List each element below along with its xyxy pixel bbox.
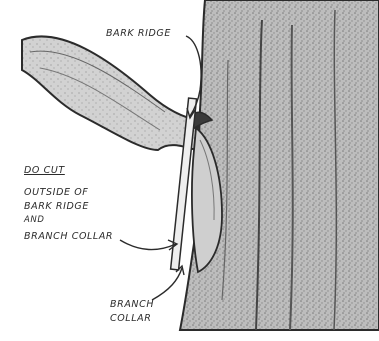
bark-ridge-label: BARK RIDGE (106, 29, 171, 39)
cut-instruction-line: AND (24, 216, 45, 225)
tree-branch (22, 36, 198, 150)
branch-collar-label: COLLAR (110, 314, 151, 324)
branch-collar-leader (152, 268, 182, 300)
branch-collar-label: BRANCH (110, 300, 154, 310)
do-cut-label: DO CUT (24, 166, 65, 176)
cut-instruction-line: BRANCH COLLAR (24, 232, 113, 242)
cut-instruction-line: BARK RIDGE (24, 202, 89, 212)
cut-instruction-line: OUTSIDE OF (24, 188, 88, 198)
do-cut-leader (120, 240, 176, 250)
